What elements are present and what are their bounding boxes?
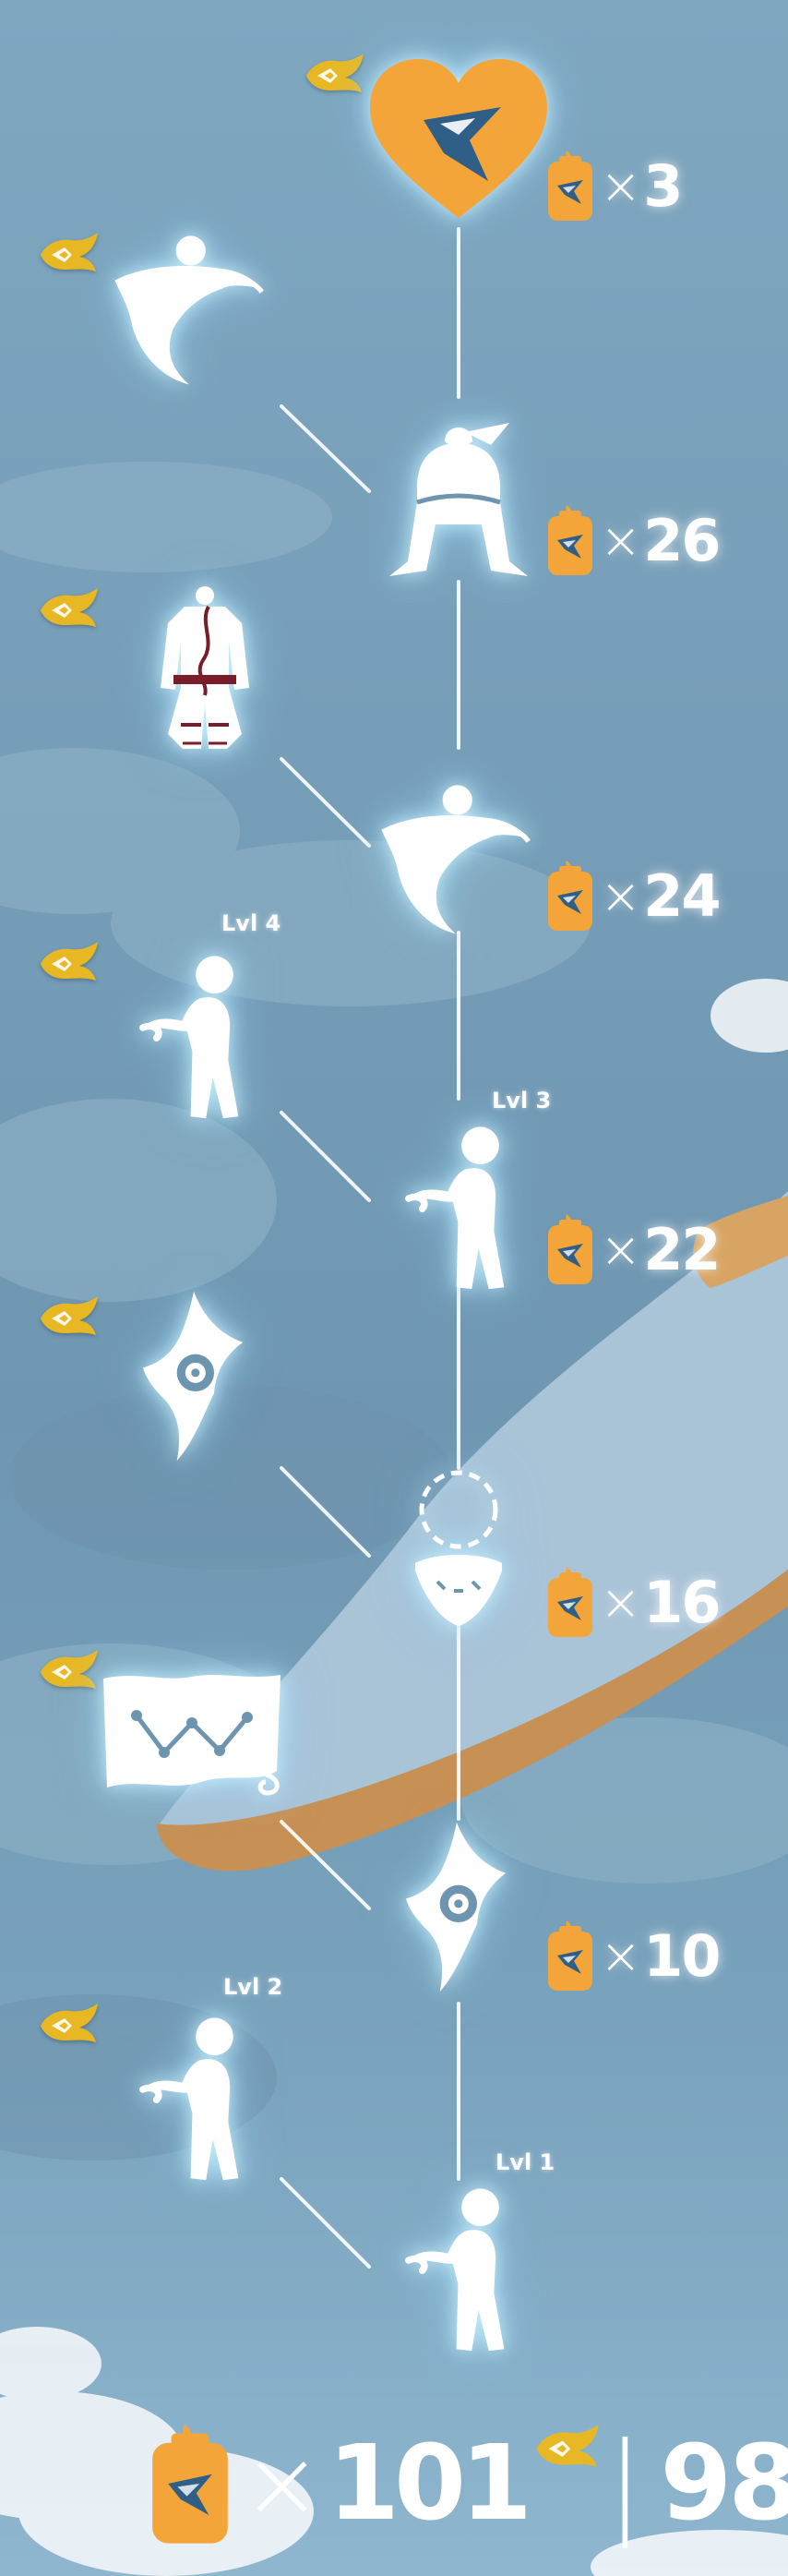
- candle-icon: [148, 2421, 233, 2546]
- spell-icon: [143, 1291, 245, 1462]
- candle-icon: [546, 1919, 594, 1992]
- ascension-badge-icon: [303, 52, 365, 96]
- spell-icon: [406, 1822, 507, 1992]
- tree-totals: × 101 | 98: [148, 2419, 788, 2548]
- candle-icon: [546, 503, 594, 577]
- hat-node[interactable]: [389, 423, 528, 576]
- ascension-badge-icon: [37, 940, 100, 984]
- candle-cost: 16: [643, 1568, 721, 1636]
- emote-icon: [403, 2182, 523, 2353]
- emote-level-label: Lvl 4: [221, 910, 281, 936]
- heart-node[interactable]: [370, 59, 547, 218]
- heart-icon: [370, 59, 547, 218]
- ascension-badge-icon: [37, 586, 100, 631]
- emote-node[interactable]: [197, 2096, 198, 2097]
- emote-icon: [137, 949, 257, 1120]
- candle-cost: 3: [643, 151, 683, 220]
- spell-node[interactable]: [457, 1907, 458, 1908]
- candle-icon: [546, 859, 594, 933]
- multiply-sign: ×: [600, 1220, 642, 1279]
- ascension-badge-icon: [37, 231, 100, 275]
- candle-icon: [546, 1565, 594, 1639]
- multiply-sign: ×: [600, 511, 642, 570]
- candle-icon: [546, 149, 594, 223]
- cape-icon: [364, 780, 531, 937]
- multiply-sign: ×: [242, 2427, 323, 2540]
- ascension-badge-icon: [531, 2423, 603, 2471]
- cape-icon: [98, 231, 264, 388]
- hair-accessory-icon: [415, 1470, 502, 1626]
- outfit-icon: [161, 586, 249, 749]
- emote-icon: [403, 1120, 523, 1291]
- emote-level-label: Lvl 2: [223, 1974, 283, 2000]
- total-ascended: 98: [660, 2424, 788, 2544]
- emote-node[interactable]: [463, 1205, 464, 1206]
- emote-cost: × 22: [546, 1208, 722, 1291]
- music-sheet-icon: [103, 1675, 281, 1796]
- emote-node[interactable]: [463, 2267, 464, 2268]
- emote-node[interactable]: [197, 1034, 198, 1035]
- emote-level-label: Lvl 1: [495, 2149, 555, 2175]
- multiply-sign: ×: [600, 1572, 642, 1631]
- spell-node[interactable]: [194, 1376, 195, 1377]
- music-sheet-node[interactable]: [103, 1675, 281, 1796]
- heart-cost: × 3: [546, 144, 683, 227]
- emote-level-label: Lvl 3: [492, 1088, 552, 1113]
- candle-cost: 22: [643, 1215, 721, 1283]
- hat-icon: [389, 423, 528, 576]
- multiply-sign: ×: [600, 866, 642, 925]
- spell-cost: × 10: [546, 1914, 722, 1997]
- total-candles: 101: [328, 2424, 532, 2544]
- cape-cost: × 24: [546, 854, 722, 937]
- outfit-node[interactable]: [161, 586, 249, 749]
- hat-cost: × 26: [546, 499, 722, 582]
- separator: |: [605, 2419, 644, 2548]
- ascension-badge-icon: [37, 1294, 100, 1339]
- cape-node[interactable]: [181, 309, 182, 310]
- hair-accessory-cost: × 16: [546, 1560, 722, 1643]
- multiply-sign: ×: [600, 156, 642, 215]
- emote-icon: [137, 2011, 257, 2182]
- candle-cost: 24: [643, 861, 721, 930]
- candle-cost: 26: [643, 506, 721, 574]
- ascension-badge-icon: [37, 1648, 100, 1692]
- candle-icon: [546, 1212, 594, 1286]
- ascension-badge-icon: [37, 2002, 100, 2046]
- candle-cost: 10: [643, 1921, 721, 1990]
- multiply-sign: ×: [600, 1926, 642, 1985]
